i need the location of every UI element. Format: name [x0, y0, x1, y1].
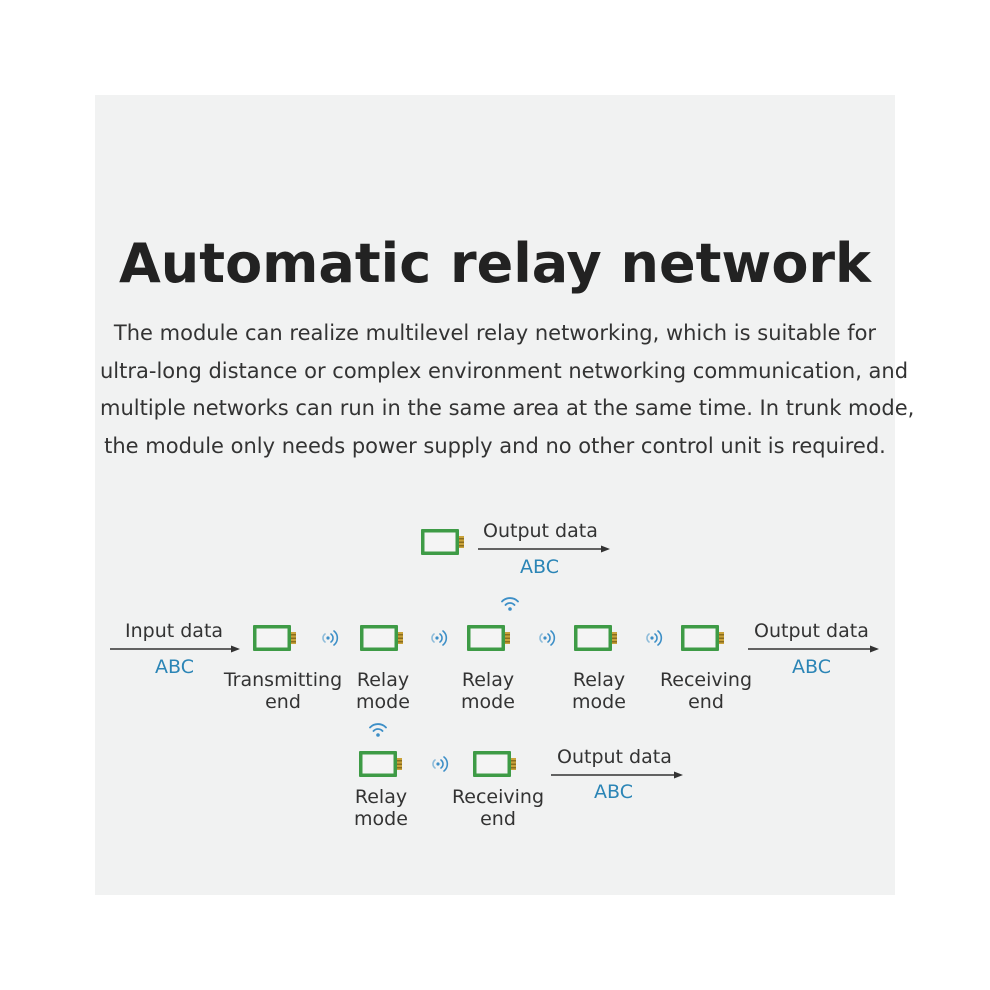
relay1-module-icon	[360, 625, 403, 651]
description-line-4: the module only needs power supply and n…	[104, 433, 886, 458]
radio-wave-icon	[539, 630, 556, 646]
description-line-3: multiple networks can run in the same ar…	[100, 396, 915, 420]
relay3-module-icon	[574, 625, 617, 651]
output-top-label: Output data	[483, 520, 598, 542]
radio-wave-icon	[432, 756, 449, 772]
description: The module can realize multilevel relay …	[100, 315, 915, 465]
output-main-value: ABC	[792, 656, 831, 678]
output-main-arrow-icon	[748, 645, 879, 653]
radio-wave-icon	[431, 630, 448, 646]
radio-wave-icon	[646, 630, 663, 646]
wifi-signal-icon	[501, 597, 519, 612]
page-title: Automatic relay network	[119, 232, 871, 295]
transmitting-module-icon	[253, 625, 296, 651]
description-line-1: The module can realize multilevel relay …	[113, 321, 877, 345]
input-arrow-icon	[110, 645, 240, 653]
output-main-label: Output data	[754, 620, 869, 642]
description-line-2: ultra-long distance or complex environme…	[100, 358, 909, 383]
input-data-label: Input data	[125, 620, 224, 642]
input-data-value: ABC	[155, 656, 194, 678]
relay-bottom-module-icon	[359, 751, 402, 777]
output-bottom-label: Output data	[557, 746, 672, 768]
output-top-arrow-icon	[478, 545, 610, 553]
radio-wave-icon	[322, 630, 339, 646]
output-bottom-value: ABC	[594, 781, 633, 803]
output-bottom-arrow-icon	[551, 771, 683, 779]
top-output-module-icon	[421, 529, 464, 555]
wifi-signal-icon	[369, 723, 387, 738]
receiving-bottom-module-icon	[473, 751, 516, 777]
output-top-value: ABC	[520, 556, 559, 578]
relay2-module-icon	[467, 625, 510, 651]
receiving-module-icon	[681, 625, 724, 651]
